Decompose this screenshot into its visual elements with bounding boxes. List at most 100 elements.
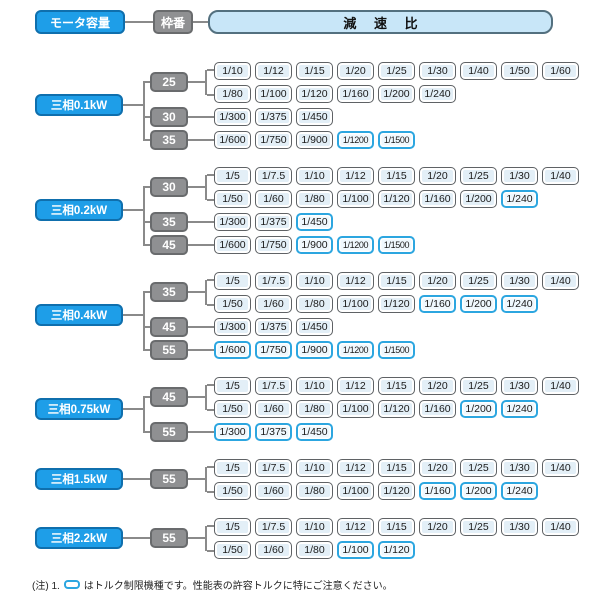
ratio-box: 1/25 <box>460 458 497 477</box>
ratio-box: 1/40 <box>542 271 579 290</box>
ratio-box: 1/15 <box>378 376 415 395</box>
ratio-box: 1/50 <box>214 399 251 418</box>
ratio-box: 1/7.5 <box>255 271 292 290</box>
ratio-box-torque-limited: 1/600 <box>214 340 251 359</box>
ratio-box-torque-limited: 1/160 <box>419 294 456 313</box>
ratio-box: 1/12 <box>337 166 374 185</box>
connector-line <box>143 115 150 118</box>
ratio-box-torque-limited: 1/900 <box>296 340 333 359</box>
connector-bracket <box>205 278 214 306</box>
frame-number-box: 55 <box>150 421 188 442</box>
motor-capacity-box: 三相0.4kW <box>35 304 123 326</box>
connector-line <box>188 291 205 293</box>
motor-capacity-header: モータ容量 <box>35 10 125 34</box>
connector-line <box>188 430 214 433</box>
ratio-box: 1/10 <box>296 376 333 395</box>
ratio-box: 1/40 <box>542 517 579 536</box>
ratio-box: 1/15 <box>296 61 333 80</box>
frame-number-box: 55 <box>150 528 188 548</box>
connector-line <box>123 104 143 106</box>
ratio-box: 1/20 <box>337 61 374 80</box>
ratio-box-torque-limited: 1/900 <box>296 235 333 254</box>
ratio-box: 1/300 <box>214 317 251 336</box>
ratio-box: 1/50 <box>214 294 251 313</box>
ratio-box: 1/600 <box>214 235 251 254</box>
ratio-box-torque-limited: 1/120 <box>378 540 415 559</box>
ratio-box: 1/30 <box>501 271 538 290</box>
ratio-box: 1/80 <box>296 294 333 313</box>
ratio-box: 1/12 <box>337 376 374 395</box>
ratio-box: 1/100 <box>255 84 292 103</box>
ratio-box-torque-limited: 1/160 <box>419 481 456 500</box>
ratio-box: 1/5 <box>214 458 251 477</box>
frame-number-header: 枠番 <box>153 10 193 34</box>
ratio-box: 1/100 <box>337 481 374 500</box>
ratio-box-torque-limited: 1/375 <box>255 422 292 441</box>
ratio-box: 1/15 <box>378 166 415 185</box>
connector-line <box>188 396 205 398</box>
ratio-box: 1/7.5 <box>255 458 292 477</box>
ratio-box: 1/5 <box>214 517 251 536</box>
ratio-box: 1/10 <box>296 458 333 477</box>
torque-limited-legend-icon <box>63 580 80 589</box>
ratio-box: 1/25 <box>460 517 497 536</box>
frame-number-box: 35 <box>150 129 188 150</box>
ratio-box: 1/375 <box>255 317 292 336</box>
ratio-box: 1/20 <box>419 166 456 185</box>
ratio-box: 1/20 <box>419 271 456 290</box>
motor-capacity-box: 三相0.75kW <box>35 397 123 420</box>
ratio-box: 1/80 <box>296 399 333 418</box>
ratio-box: 1/12 <box>337 517 374 536</box>
ratio-box: 1/12 <box>255 61 292 80</box>
ratio-box: 1/10 <box>214 61 251 80</box>
ratio-box: 1/40 <box>460 61 497 80</box>
ratio-box: 1/15 <box>378 517 415 536</box>
footnote-prefix: (注) 1. <box>32 581 60 592</box>
ratio-box: 1/50 <box>214 540 251 559</box>
ratio-box: 1/100 <box>337 294 374 313</box>
ratio-box: 1/750 <box>255 235 292 254</box>
ratio-box-torque-limited: 1/1500 <box>378 130 415 149</box>
ratio-box: 1/5 <box>214 166 251 185</box>
connector-line <box>143 396 150 398</box>
connector-line <box>143 138 150 141</box>
frame-number-box: 55 <box>150 469 188 489</box>
ratio-box-torque-limited: 1/1500 <box>378 340 415 359</box>
reduction-ratio-header: 減 速 比 <box>208 10 553 34</box>
ratio-box: 1/25 <box>460 271 497 290</box>
connector-spine <box>143 291 145 351</box>
ratio-box-torque-limited: 1/450 <box>296 212 333 231</box>
connector-line <box>143 348 150 351</box>
connector-line <box>143 220 150 223</box>
connector-bracket <box>205 68 214 96</box>
ratio-box: 1/50 <box>501 61 538 80</box>
